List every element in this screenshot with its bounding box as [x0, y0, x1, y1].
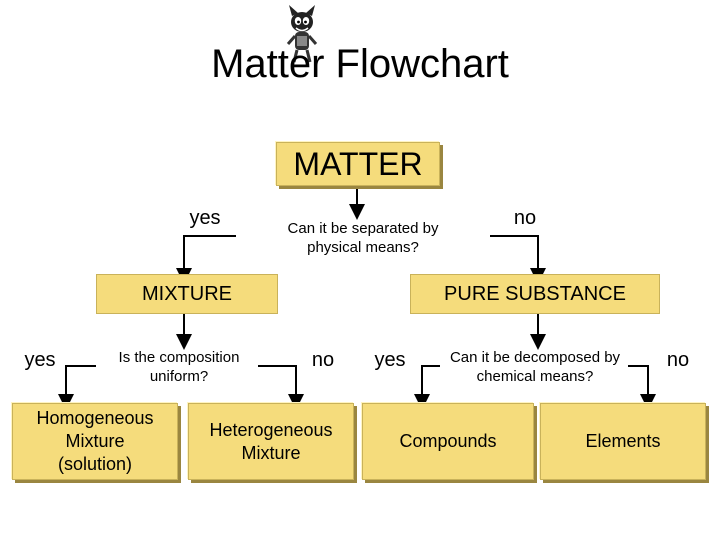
answer-right-yes: yes	[374, 349, 406, 371]
answer-left-no: no	[311, 349, 335, 371]
node-compounds: Compounds	[362, 403, 534, 480]
node-mixture-label: MIXTURE	[142, 282, 232, 305]
answer-right-no: no	[666, 349, 690, 371]
node-mixture: MIXTURE	[96, 274, 278, 314]
node-compounds-label: Compounds	[399, 431, 497, 451]
node-elements-label: Elements	[585, 431, 661, 451]
node-pure-substance: PURE SUBSTANCE	[410, 274, 660, 314]
answer-left-yes: yes	[24, 349, 56, 371]
question-uniform: Is the composition uniform?	[118, 349, 240, 385]
node-heterogeneous-label: Heterogeneous Mixture	[209, 419, 333, 463]
question-chemical: Can it be decomposed by chemical means?	[449, 349, 621, 385]
node-pure-substance-label: PURE SUBSTANCE	[444, 282, 626, 305]
question-physical: Can it be separated by physical means?	[287, 220, 439, 256]
node-heterogeneous-mixture: Heterogeneous Mixture	[188, 403, 354, 480]
node-homogeneous-label: Homogeneous Mixture (solution)	[36, 408, 154, 474]
node-matter: MATTER	[276, 142, 440, 186]
answer-top-yes: yes	[189, 207, 221, 229]
node-homogeneous-mixture: Homogeneous Mixture (solution)	[12, 403, 178, 480]
page-title: Matter Flowchart	[211, 42, 509, 86]
node-elements: Elements	[540, 403, 706, 480]
node-matter-label: MATTER	[293, 145, 423, 182]
answer-top-no: no	[513, 207, 537, 229]
cartoon-cat-mascot-icon	[286, 5, 318, 63]
